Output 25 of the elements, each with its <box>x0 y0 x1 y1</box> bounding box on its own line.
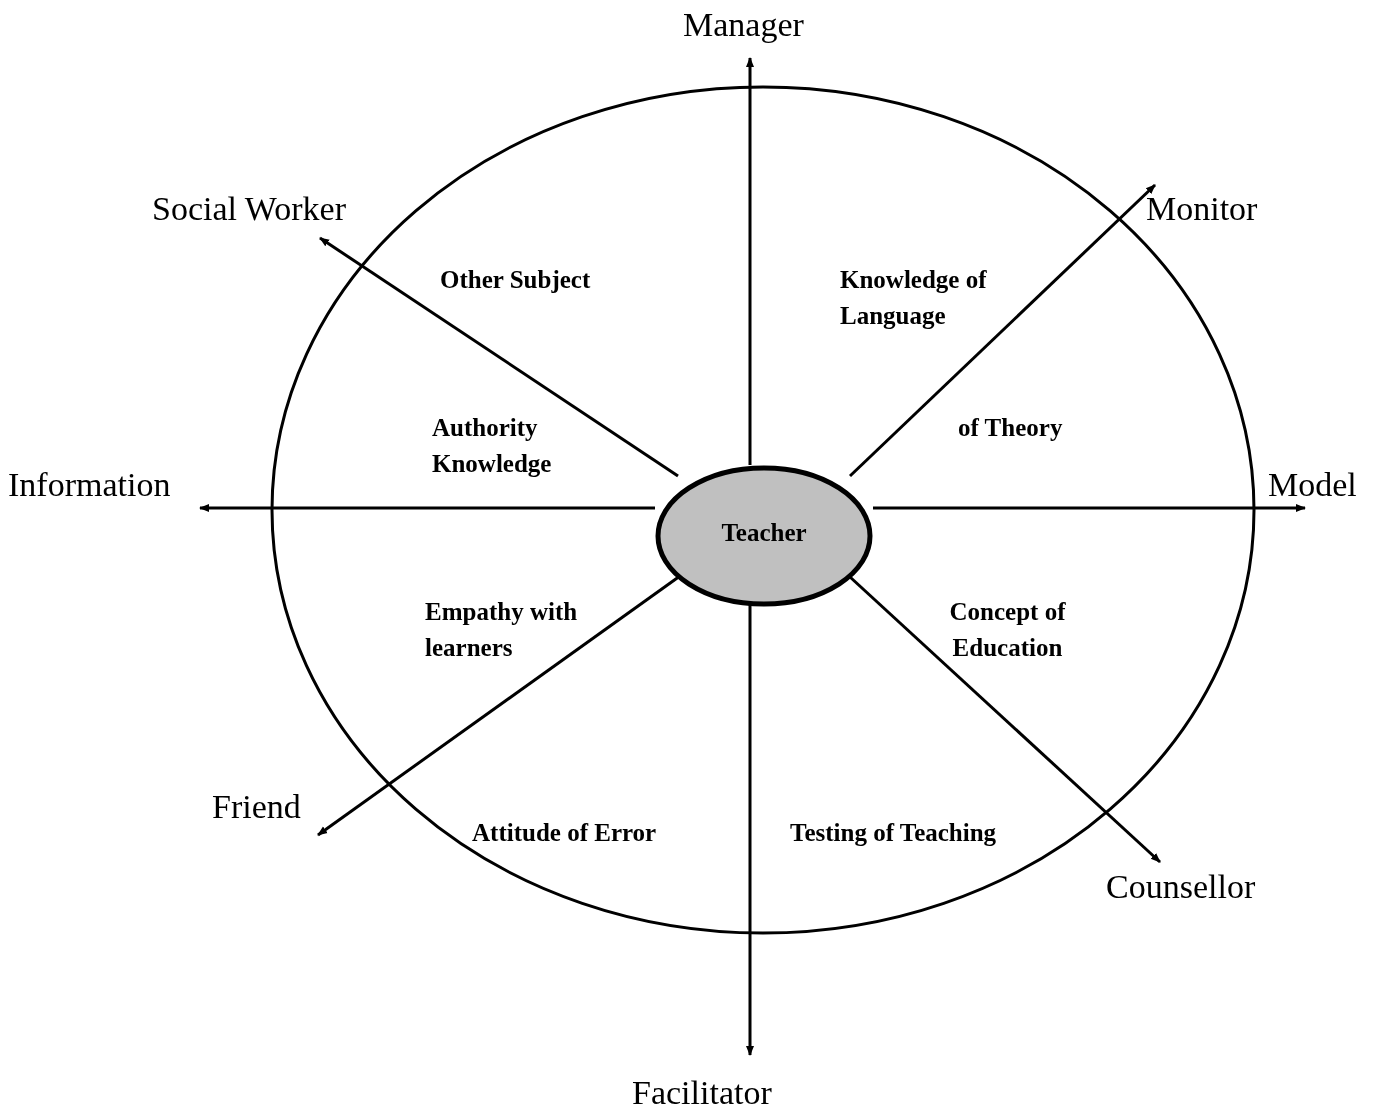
role-label: Social Worker <box>152 190 346 228</box>
arrow <box>319 236 679 478</box>
role-label: Facilitator <box>632 1074 772 1111</box>
sector-label: Empathy with learners <box>425 597 579 664</box>
sector-label: Attitude of Error <box>472 818 658 848</box>
arrow <box>199 504 655 512</box>
role-label: Counsellor <box>1106 868 1256 906</box>
sector-label: Knowledge of Language <box>840 265 988 332</box>
sector-label: Other Subject <box>440 265 592 295</box>
sector-label: of Theory <box>958 413 1064 443</box>
role-label: Model <box>1268 466 1357 504</box>
sector-label: Concept of Education <box>948 597 1067 664</box>
center-ellipse: Teacher <box>655 465 873 607</box>
role-label: Monitor <box>1146 190 1258 228</box>
sector-label: Authority Knowledge <box>432 413 553 480</box>
role-label: Manager <box>683 6 804 44</box>
arrow <box>317 574 681 837</box>
sector-label: Testing of Teaching <box>790 818 998 848</box>
arrow <box>849 575 1161 864</box>
arrow <box>746 604 754 1056</box>
arrow <box>746 57 754 465</box>
role-label: Information <box>8 466 171 504</box>
role-label: Friend <box>212 788 301 826</box>
arrow <box>848 183 1157 478</box>
arrow <box>873 504 1306 512</box>
